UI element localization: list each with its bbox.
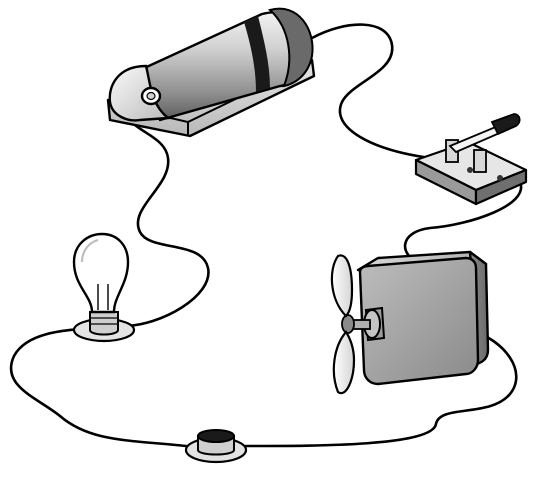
socket-opening [198,430,234,442]
knife-switch [416,114,526,204]
empty-socket [186,430,246,462]
wire-socket-to-bulb [11,328,186,446]
fan-blade-top [332,255,352,316]
fan-blade-bottom [334,332,354,393]
light-bulb [74,234,134,341]
wire-battery-to-switch [312,25,430,158]
bulb-socket [90,312,118,335]
electric-motor [332,252,488,393]
switch-handle [492,114,520,134]
bulb-glass [74,234,128,312]
switch-post-right [474,150,486,172]
fan-hub [342,315,354,333]
battery [108,9,314,136]
